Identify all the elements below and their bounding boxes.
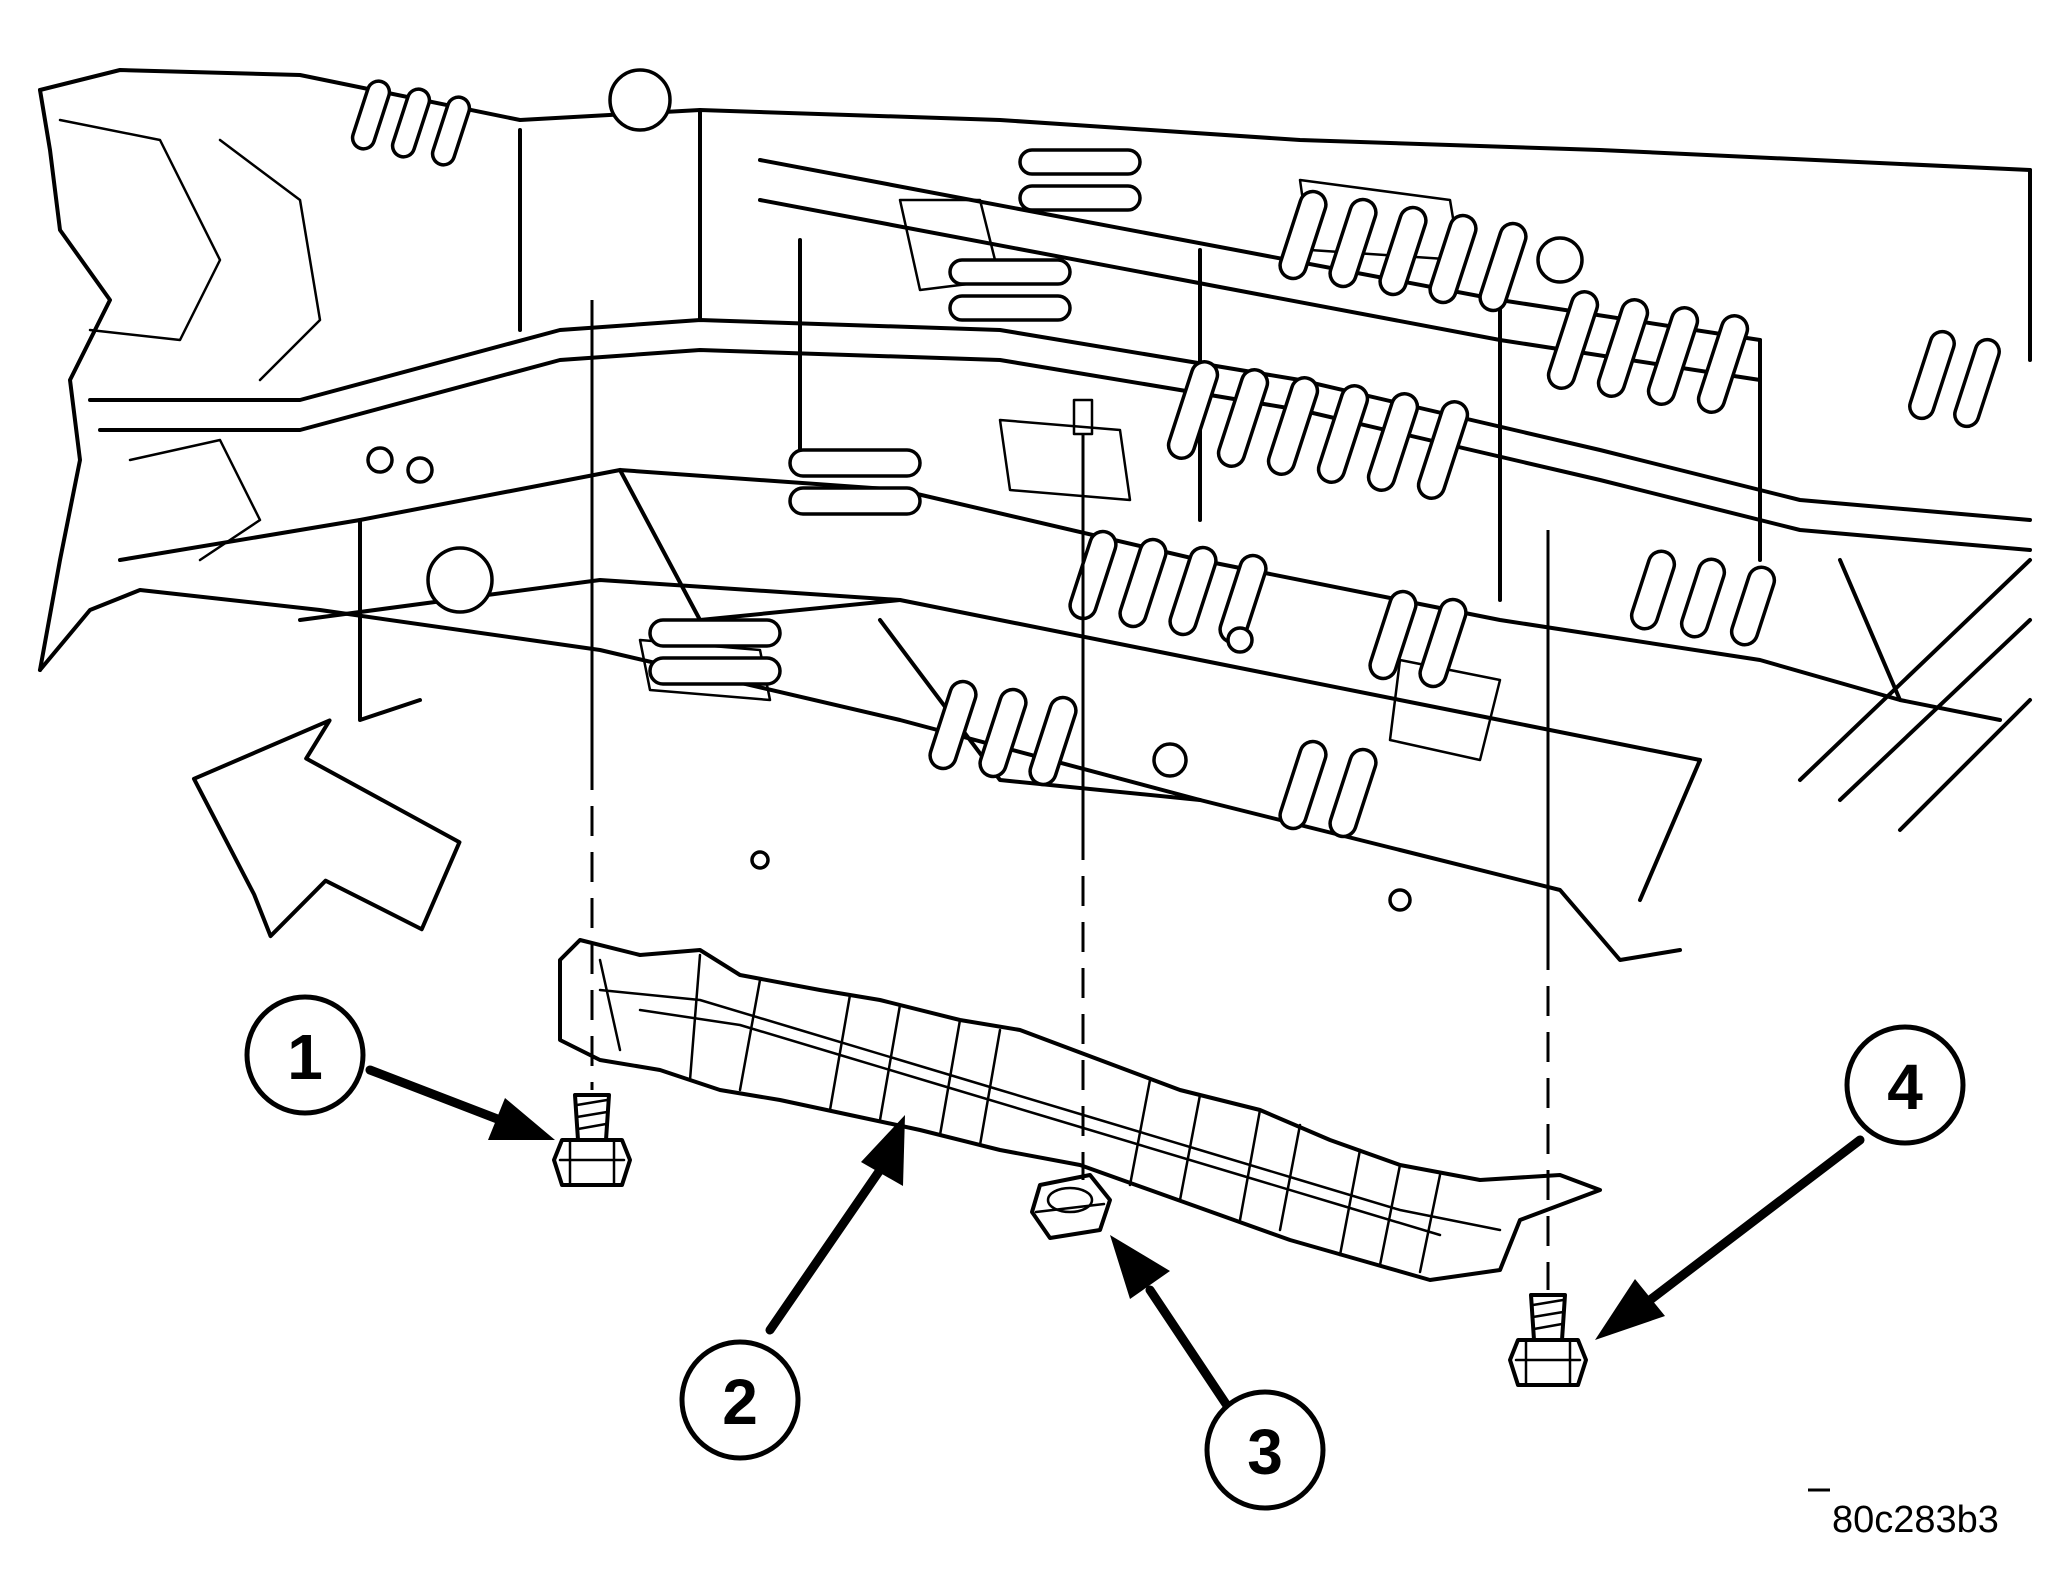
figure-code: 80c283b3 (1832, 1499, 1999, 1541)
callout-4: 4 (1844, 1024, 1966, 1146)
callout-1: 1 (244, 994, 366, 1116)
forward-direction-arrow (191, 718, 462, 939)
callout-2-label: 2 (722, 1366, 758, 1438)
nut-center (1030, 1173, 1112, 1240)
floor-pan-slots (350, 68, 2001, 912)
heat-shield-bracket (558, 938, 1602, 1282)
leader-arrow-3 (1110, 1235, 1235, 1415)
leader-arrow-2 (765, 1115, 905, 1335)
callout-1-label: 1 (287, 1021, 323, 1093)
callout-3: 3 (1204, 1389, 1326, 1511)
leader-arrow-4 (1595, 1135, 1865, 1340)
callout-2: 2 (679, 1339, 801, 1461)
callout-3-label: 3 (1247, 1416, 1283, 1488)
leader-arrow-1 (365, 1065, 555, 1140)
underbody-floor-pan (38, 68, 2032, 962)
bolt-right (1508, 1293, 1588, 1387)
callout-4-label: 4 (1887, 1051, 1923, 1123)
alignment-guides (590, 300, 1550, 1290)
bolt-left (552, 1093, 632, 1187)
